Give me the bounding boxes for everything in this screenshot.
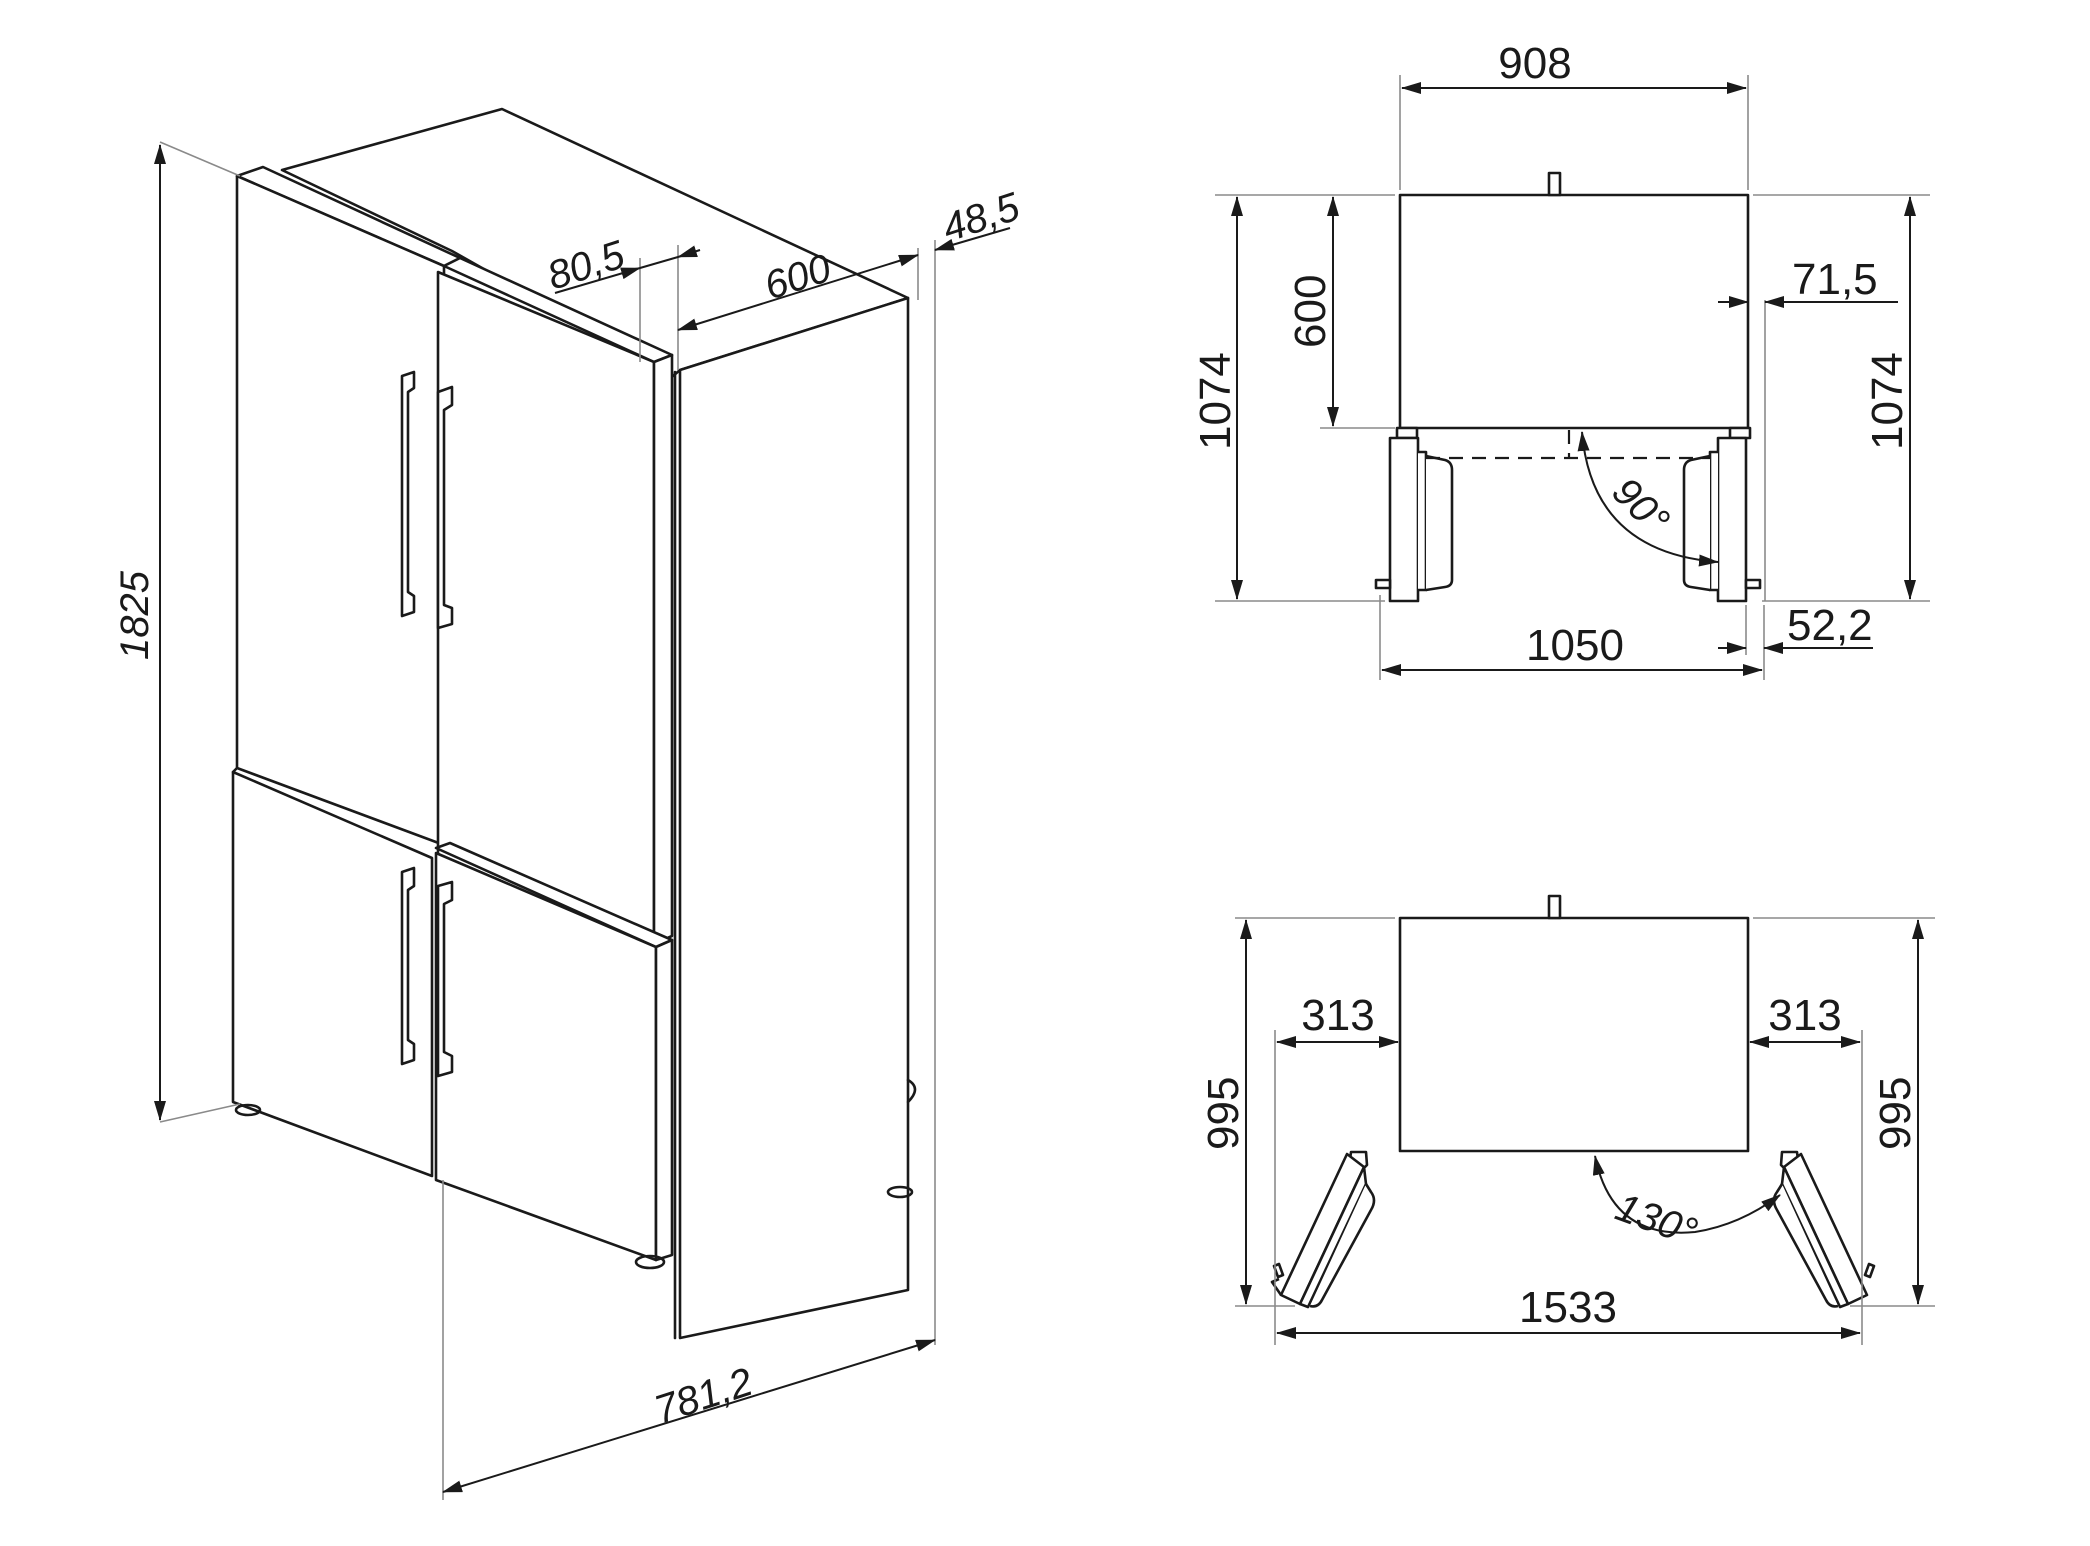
lower-left-door [231,770,434,1178]
dim-right-clearance: 313 [1768,991,1841,1040]
dim-total-depth: 781,2 [649,1360,758,1433]
dim-rear-spacer: 48,5 [937,184,1025,250]
dim-handle-offset: 52,2 [1787,601,1873,650]
upper-left-door [235,174,446,847]
dim-depth-right-130: 995 [1871,1077,1920,1150]
lower-right-door-edge [654,938,674,1262]
dim-open-width-130: 1533 [1519,1283,1617,1332]
handle-upper-left [400,370,416,618]
dim-left-clearance: 313 [1301,991,1374,1040]
dim-open-width-90: 1050 [1526,621,1624,670]
dim-open-angle-90: 90° [1604,469,1678,543]
dim-total-depth-right: 1074 [1863,352,1912,450]
dim-width: 908 [1498,39,1571,88]
handle-upper-right [436,385,454,630]
foot-front [634,1254,666,1270]
dim-open-angle-130: 130° [1610,1185,1703,1255]
dim-total-depth-left: 1074 [1191,352,1240,450]
cabinet-plan [1398,193,1750,430]
rear-spacer [906,1078,917,1104]
upper-right-door-edge [652,353,674,946]
dim-height: 1825 [113,570,157,660]
left-door-130 [1270,1152,1376,1309]
foot-left [234,1103,262,1117]
water-connector [1547,171,1562,197]
top-view-130-degrees: 130° 313 313 995 995 1533 [1199,894,1935,1345]
handle-lower-right [436,880,454,1078]
dim-depth-left-130: 995 [1199,1077,1248,1150]
dim-cabinet-depth-plan: 600 [1286,275,1335,348]
cabinet-plan-130 [1398,916,1750,1153]
handle-lower-left [400,866,416,1066]
upper-right-door [436,270,656,946]
right-door-open [1716,436,1748,603]
right-door-130 [1772,1152,1876,1309]
dim-side-clearance: 71,5 [1792,255,1878,304]
left-door-open [1388,436,1420,603]
top-view-90-degrees: 90° 908 1074 600 1074 71,5 1050 52,2 [1191,39,1930,680]
cabinet-side-panel [678,296,910,1340]
isometric-view: 1825 80,5 600 48,5 781,2 [113,107,1026,1500]
foot-rear [886,1185,914,1199]
